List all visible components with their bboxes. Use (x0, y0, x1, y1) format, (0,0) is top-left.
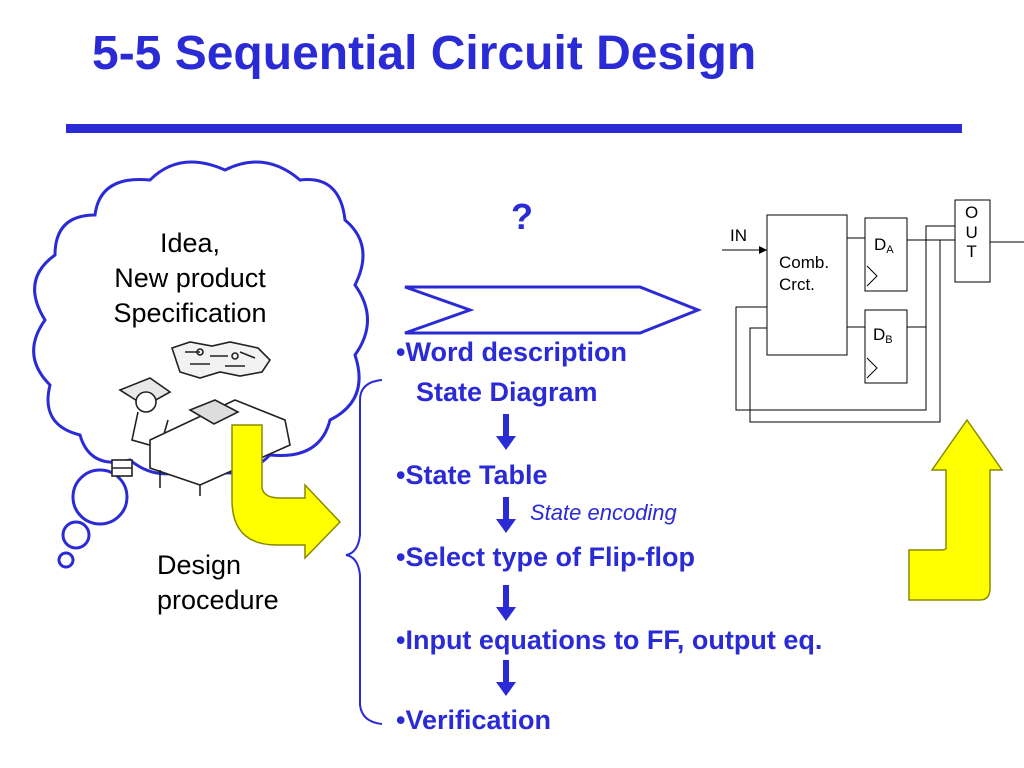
step-state-diagram: State Diagram (416, 377, 598, 407)
bullet: • (396, 705, 406, 735)
step-text: Select type of Flip-flop (405, 542, 695, 572)
ff-b-main: D (873, 325, 886, 344)
thought-bubble-large (71, 468, 129, 526)
bullet: • (396, 337, 406, 367)
step-word-description: •Word description (396, 337, 627, 368)
step-text: Input equations to FF, output eq. (405, 625, 823, 655)
thought-bubble-medium (61, 520, 91, 550)
procedure-brace (345, 379, 383, 725)
question-mark: ? (511, 196, 533, 237)
question-arrow (404, 285, 703, 335)
title-underline (66, 124, 962, 133)
step-arrows (496, 414, 516, 696)
comb-circuit-label: Comb. Crct. (779, 252, 829, 296)
flipflop-b-label: DB (873, 325, 893, 346)
bullet: • (396, 460, 406, 490)
comb-label-line2: Crct. (779, 275, 815, 295)
cloud-text: Idea, New product Specification (76, 226, 304, 331)
step-text: Word description (405, 337, 627, 367)
cloud-line-specification: Specification (113, 298, 267, 329)
design-procedure-line1: Design (157, 550, 242, 580)
down-arrow-icon (496, 497, 516, 533)
ff-b-sub: B (885, 334, 893, 346)
cloud-line-idea: Idea, (159, 228, 221, 258)
out-letter-o: O (965, 203, 979, 222)
bullet: • (396, 542, 406, 572)
step-input-equations: •Input equations to FF, output eq. (396, 625, 822, 656)
output-box (954, 199, 991, 283)
clock-triangle-b (866, 357, 878, 379)
comb-circuit-box (766, 214, 848, 356)
step-flipflop-type: •Select type of Flip-flop (396, 542, 695, 573)
output-label: O U T (965, 203, 978, 262)
ff-a-sub: A (886, 244, 894, 256)
clock-triangle-a (866, 265, 878, 287)
step-verification: •Verification (396, 705, 551, 736)
step-text: State Table (405, 460, 548, 490)
verification-arrow (908, 418, 1004, 601)
state-encoding-note: State encoding (530, 500, 677, 525)
slide-title: 5-5 Sequential Circuit Design (92, 27, 757, 80)
flipflop-b (864, 309, 908, 384)
out-letter-t: T (966, 242, 977, 262)
step-text: Verification (405, 705, 551, 735)
comb-label-line1: Comb. (779, 253, 830, 272)
step-state-table: •State Table (396, 460, 548, 491)
design-procedure-label: Design procedure (157, 548, 279, 618)
engineer-at-desk-icon (111, 341, 291, 496)
thought-cloud (32, 160, 369, 476)
input-label: IN (730, 226, 747, 245)
design-procedure-arrow (231, 424, 342, 560)
design-procedure-line2: procedure (157, 585, 279, 616)
cloud-line-new-product: New product (114, 263, 266, 294)
down-arrow-icon (496, 585, 516, 621)
ff-a-main: D (874, 235, 887, 254)
bullet: • (396, 625, 406, 655)
out-letter-u: U (965, 222, 978, 242)
flipflop-a-label: DA (874, 235, 894, 256)
thought-bubble-small (57, 551, 75, 569)
flipflop-a (864, 217, 908, 292)
down-arrow-icon (496, 414, 516, 450)
down-arrow-icon (496, 660, 516, 696)
sequential-circuit-schematic (722, 199, 1024, 423)
